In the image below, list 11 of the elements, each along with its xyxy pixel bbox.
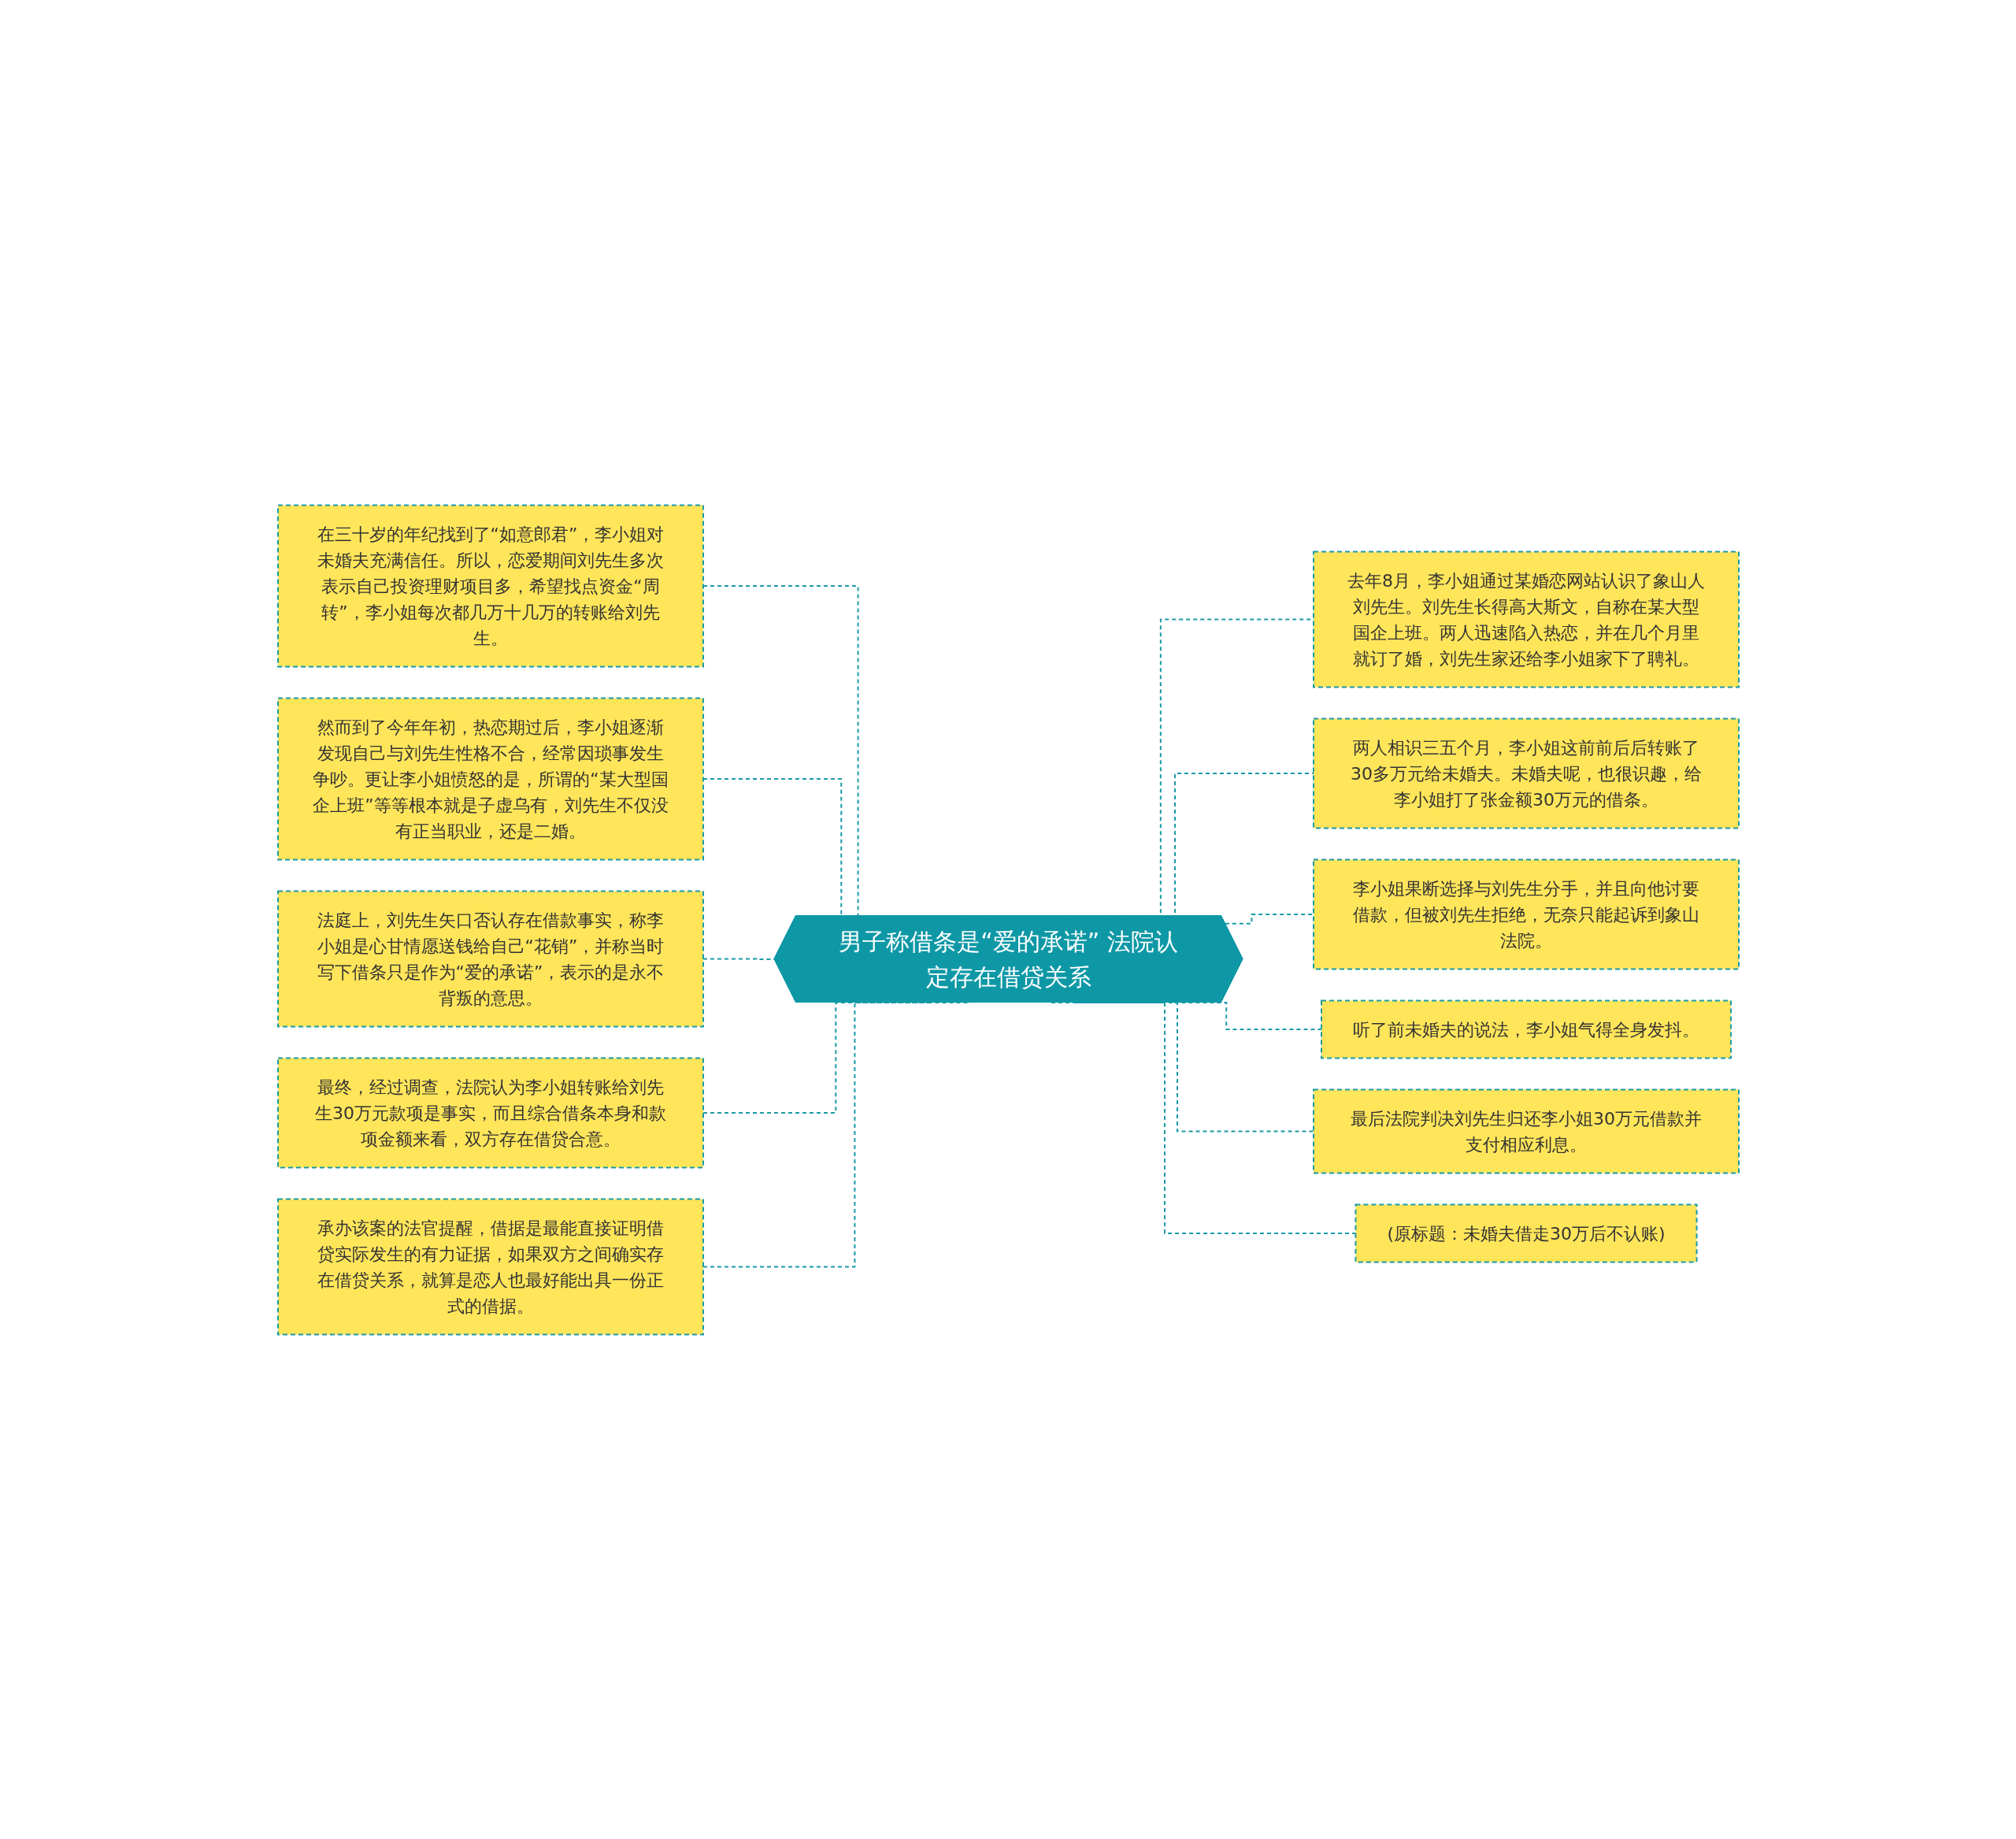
node-box: 两人相识三五个月，李小姐这前前后后转账了30多万元给未婚夫。未婚夫呢，也很识趣，给李小姐打了张金额30万元的借条。 — [1312, 717, 1740, 829]
node-box: 在三十岁的年纪找到了“如意郎君”，李小姐对未婚夫充满信任。所以，恋爱期间刘先生多次表示自己投资理财项目多，希望找点资金“周转”，李小姐每次都几万十几万的转账给刘先生。 — [276, 504, 704, 667]
node-box: 然而到了今年年初，热恋期过后，李小姐逐渐发现自己与刘先生性格不合，经常因琐事发生争吵。更让李小姐愤怒的是，所谓的“某大型国企上班”等等根本就是子虚乌有，刘先生不仅没有正当职业，还是二婚。 — [276, 697, 704, 860]
node-box: (原标题：未婚夫借走30万后不认账) — [1354, 1203, 1698, 1262]
node-box: 最终，经过调查，法院认为李小姐转账给刘先生30万元款项是事实，而且综合借条本身和款项金额来看，双方存在借贷合意。 — [276, 1057, 704, 1168]
node-box: 承办该案的法官提醒，借据是最能直接证明借贷实际发生的有力证据，如果双方之间确实存在借贷关系，就算是恋人也最好能出具一份正式的借据。 — [276, 1198, 704, 1335]
node-box: 听了前未婚夫的说法，李小姐气得全身发抖。 — [1320, 999, 1732, 1059]
node-box: 最后法院判决刘先生归还李小姐30万元借款并支付相应利息。 — [1312, 1088, 1740, 1173]
node-box: 李小姐果断选择与刘先生分手，并且向他讨要借款，但被刘先生拒绝，无奈只能起诉到象山法院。 — [1312, 858, 1740, 970]
node-box: 去年8月，李小姐通过某婚恋网站认识了象山人刘先生。刘先生长得高大斯文，自称在某大型国企上班。两人迅速陷入热恋，并在几个月里就订了婚，刘先生家还给李小姐家下了聘礼。 — [1312, 551, 1740, 688]
node-box: 法庭上，刘先生矢口否认存在借款事实，称李小姐是心甘情愿送钱给自己“花销”，并称当时写下借条只是作为“爱的承诺”，表示的是永不背叛的意思。 — [276, 890, 704, 1027]
